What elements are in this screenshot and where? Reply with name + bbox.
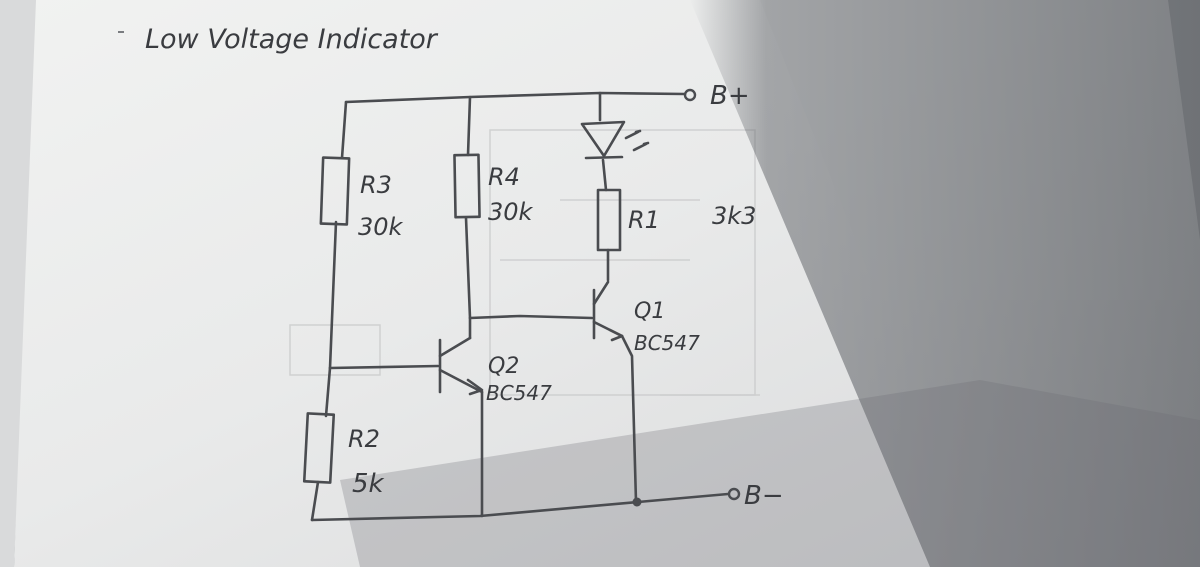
r2-value: 5k bbox=[352, 469, 385, 499]
r3-name: R3 bbox=[360, 171, 392, 199]
q1-part: BC547 bbox=[634, 331, 700, 355]
r2-name: R2 bbox=[348, 425, 380, 453]
resistor-r4 bbox=[453, 153, 481, 219]
resistor-r1 bbox=[596, 188, 622, 252]
transistor-q2 bbox=[438, 336, 484, 396]
terminal-negative: B− bbox=[744, 481, 784, 511]
r1-name: R1 bbox=[628, 206, 660, 234]
bleed-through bbox=[289, 129, 760, 396]
terminal-positive: B+ bbox=[710, 81, 750, 111]
resistor-r2 bbox=[302, 412, 336, 484]
transistor-q1 bbox=[592, 280, 624, 342]
q2-name: Q2 bbox=[488, 354, 519, 379]
q2-part: BC547 bbox=[486, 381, 552, 405]
diagram-title: Low Voltage Indicator bbox=[145, 24, 439, 55]
r1-value: 3k3 bbox=[712, 202, 756, 230]
shadow-band bbox=[690, 0, 1200, 567]
led-icon bbox=[580, 120, 650, 160]
r3-value: 30k bbox=[358, 213, 404, 241]
q1-name: Q1 bbox=[634, 299, 665, 324]
r4-value: 30k bbox=[488, 198, 534, 226]
circuit-wires bbox=[310, 88, 741, 522]
r4-name: R4 bbox=[488, 163, 520, 191]
shadow-lower bbox=[340, 380, 1200, 567]
paper-edge-left bbox=[0, 0, 40, 567]
resistor-r3 bbox=[319, 156, 351, 226]
